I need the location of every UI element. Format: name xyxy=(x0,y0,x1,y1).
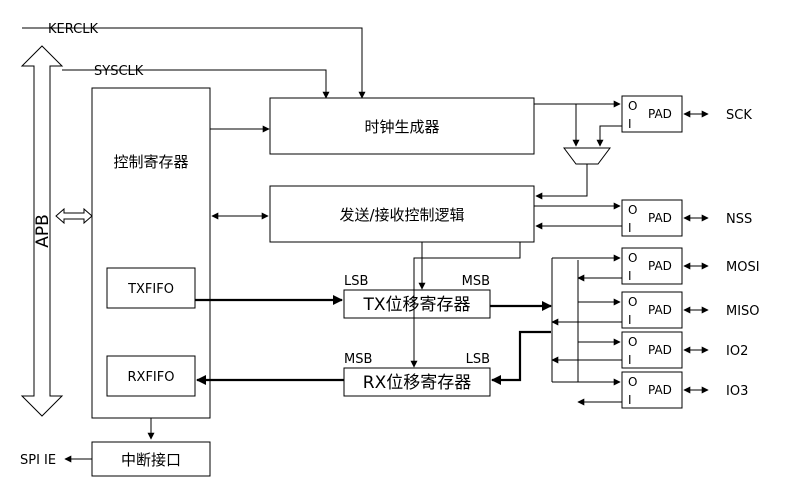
rx-shift-register-label: RX位移寄存器 xyxy=(363,373,471,393)
pad-o-label: O xyxy=(628,375,637,389)
txrx-control-block xyxy=(269,185,535,243)
clock-mux xyxy=(563,147,611,165)
pin-label: IO3 xyxy=(726,384,748,399)
apb-control-link-arrow xyxy=(55,207,93,225)
pad-label: PAD xyxy=(648,107,672,121)
pad-o-label: O xyxy=(628,251,637,265)
txfifo-label: TXFIFO xyxy=(127,282,174,297)
kerclk-label: KERCLK xyxy=(48,22,98,37)
pad-i-label: I xyxy=(628,393,632,407)
rx-msb-label: MSB xyxy=(344,352,372,367)
apb-bus-arrow xyxy=(20,45,64,417)
tx-shift-register-label: TX位移寄存器 xyxy=(362,295,470,315)
interrupt-block xyxy=(91,441,211,477)
pad-o-label: O xyxy=(628,335,637,349)
pad-o-label: O xyxy=(628,203,637,217)
pad-i-label: I xyxy=(628,221,632,235)
txrx-control-label: 发送/接收控制逻辑 xyxy=(339,206,464,224)
rxfifo-label: RXFIFO xyxy=(128,370,175,385)
rx-shift-register-block xyxy=(343,367,491,397)
pad-io3: OI PAD IO3 xyxy=(621,371,748,409)
tx-shift-register-block xyxy=(343,289,491,319)
pin-label: SCK xyxy=(726,108,752,123)
tx-lsb-label: LSB xyxy=(344,274,368,289)
sck-pad-to-mux-line xyxy=(596,125,624,147)
pad-io2: OI PAD IO2 xyxy=(621,331,748,369)
sysclk-line xyxy=(62,69,330,99)
rx-shift-input-line xyxy=(491,330,551,385)
txrx-to-rx-shift-arrow xyxy=(410,242,521,368)
pad-nss: OI PAD NSS xyxy=(621,199,752,237)
spi-ie-label: SPI IE xyxy=(20,453,56,468)
pad-box xyxy=(621,199,683,237)
rx-lsb-label: LSB xyxy=(466,352,490,367)
pad-i-label: I xyxy=(628,313,632,327)
pad-i-label: I xyxy=(628,269,632,283)
rxfifo-block xyxy=(106,355,196,397)
pad-o-label: O xyxy=(628,295,637,309)
control-register-label: 控制寄存器 xyxy=(113,153,188,171)
pad-box xyxy=(621,371,683,409)
clock-generator-block xyxy=(269,97,535,155)
pad-label: PAD xyxy=(648,343,672,357)
pad-label: PAD xyxy=(648,211,672,225)
pin-label: NSS xyxy=(726,212,752,227)
pin-label: MOSI xyxy=(726,260,760,275)
pad-mosi: OI PAD MOSI xyxy=(621,247,760,285)
pad-box xyxy=(621,331,683,369)
pad-box xyxy=(621,291,683,329)
sysclk-label: SYSCLK xyxy=(94,64,144,79)
pad-box xyxy=(621,95,683,133)
interrupt-label: 中断接口 xyxy=(121,451,181,469)
mux-to-txrx-arrow xyxy=(535,164,588,200)
tx-msb-label: MSB xyxy=(462,274,490,289)
apb-label: APB xyxy=(33,214,53,248)
kerclk-line xyxy=(22,27,366,99)
pad-i-label: I xyxy=(628,117,632,131)
pad-label: PAD xyxy=(648,303,672,317)
pin-label: IO2 xyxy=(726,344,748,359)
txfifo-block xyxy=(106,267,196,309)
pad-miso: OI PAD MISO xyxy=(621,291,760,329)
pad-o-label: O xyxy=(628,99,637,113)
clock-generator-label: 时钟生成器 xyxy=(364,118,439,136)
pad-label: PAD xyxy=(648,383,672,397)
pad-box xyxy=(621,247,683,285)
pad-label: PAD xyxy=(648,259,672,273)
pin-label: MISO xyxy=(726,304,760,319)
pad-i-label: I xyxy=(628,353,632,367)
pad-sck: OI PAD SCK xyxy=(621,95,752,133)
